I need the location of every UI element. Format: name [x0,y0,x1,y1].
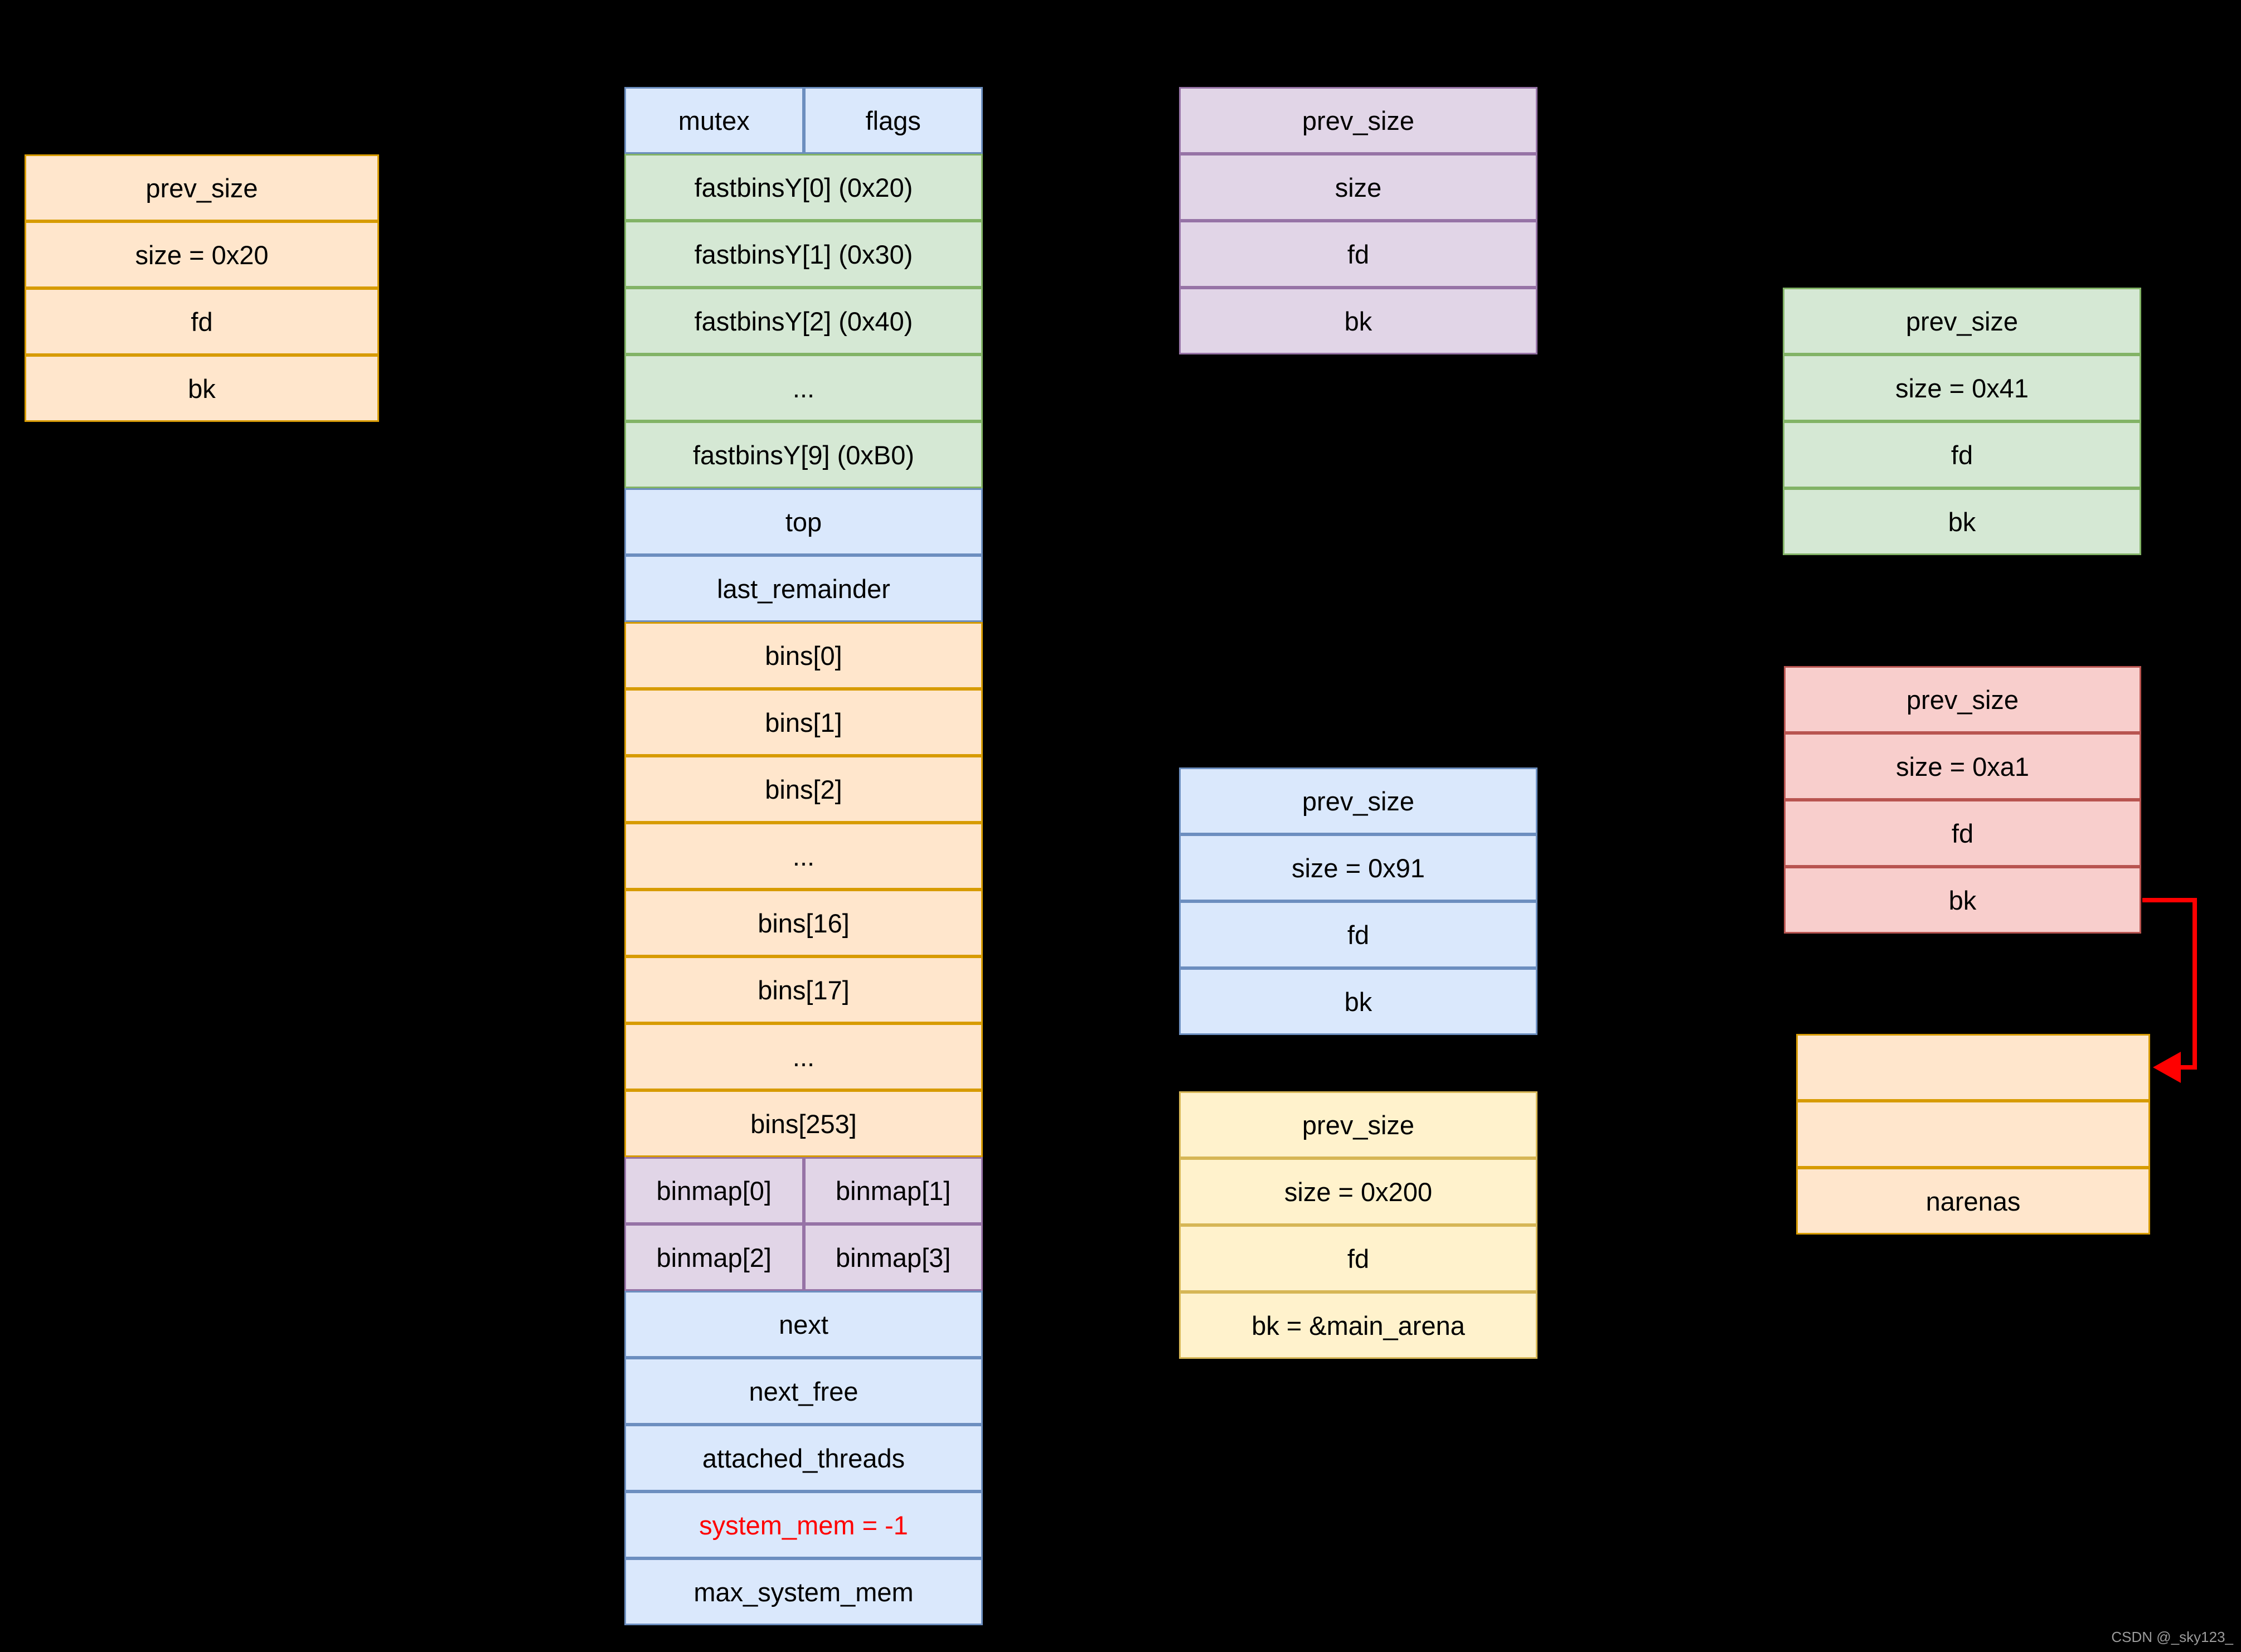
field-last-remainder: last_remainder [624,555,983,622]
field-binmap-2: binmap[2] [624,1224,804,1291]
purple-chunk-box: prev_size size fd bk [1179,87,1537,354]
field-bk: bk [1179,968,1537,1035]
field-narenas: narenas [1796,1168,2150,1235]
field-bins-253: bins[253] [624,1090,983,1157]
field-fastbinsY-ellipsis: ... [624,354,983,421]
field-bins-ellipsis-1: ... [624,823,983,890]
field-fd: fd [1784,800,2141,867]
narenas-box: narenas [1796,1034,2150,1235]
field-size: size = 0x41 [1783,354,2141,421]
free-chunk-0x20-box: prev_size size = 0x20 fd bk [25,154,379,422]
field-fastbinsY-0: fastbinsY[0] (0x20) [624,154,983,221]
field-fd: fd [25,288,379,355]
field-size: size = 0xa1 [1784,733,2141,800]
field-bins-0: bins[0] [624,622,983,689]
blue-chunk-0x91-box: prev_size size = 0x91 fd bk [1179,767,1537,1035]
field-attached-threads: attached_threads [624,1425,983,1491]
field-binmap-3: binmap[3] [803,1224,983,1291]
field-prev-size: prev_size [1179,1091,1537,1158]
field-prev-size: prev_size [1179,767,1537,834]
field-fd: fd [1783,421,2141,488]
field-bk: bk [1783,488,2141,555]
field-binmap-0: binmap[0] [624,1157,804,1224]
field-prev-size: prev_size [1783,288,2141,354]
field-fastbinsY-1: fastbinsY[1] (0x30) [624,221,983,288]
field-top: top [624,488,983,555]
red-chunk-0xa1-box: prev_size size = 0xa1 fd bk [1784,666,2141,934]
green-chunk-0x41-box: prev_size size = 0x41 fd bk [1783,288,2141,555]
field-bins-2: bins[2] [624,756,983,823]
field-bk: bk [1179,288,1537,354]
field-fd: fd [1179,901,1537,968]
field-size: size = 0x20 [25,221,379,288]
field-next-free: next_free [624,1358,983,1425]
field-prev-size: prev_size [1179,87,1537,154]
field-next: next [624,1291,983,1358]
field-mutex: mutex [624,87,804,154]
field-prev-size: prev_size [25,154,379,221]
field-system-mem: system_mem = -1 [624,1491,983,1558]
field-size: size = 0x91 [1179,834,1537,901]
field-bins-17: bins[17] [624,956,983,1023]
watermark-text: CSDN @_sky123_ [2111,1629,2233,1645]
field-bk-main-arena: bk = &main_arena [1179,1292,1537,1359]
field-prev-size: prev_size [1784,666,2141,733]
field-bins-16: bins[16] [624,890,983,956]
binmap-row-1: binmap[0] binmap[1] [624,1157,983,1224]
binmap-row-2: binmap[2] binmap[3] [624,1224,983,1291]
field-fd: fd [1179,221,1537,288]
narenas-empty-row-2 [1796,1101,2150,1168]
field-max-system-mem: max_system_mem [624,1558,983,1625]
field-fastbinsY-9: fastbinsY[9] (0xB0) [624,421,983,488]
narenas-empty-row-1 [1796,1034,2150,1101]
field-fd: fd [1179,1225,1537,1292]
yellow-chunk-0x200-box: prev_size size = 0x200 fd bk = &main_are… [1179,1091,1537,1359]
mutex-flags-row: mutex flags [624,87,983,154]
field-bins-ellipsis-2: ... [624,1023,983,1090]
field-bk: bk [1784,867,2141,934]
field-bk: bk [25,355,379,422]
field-size: size = 0x200 [1179,1158,1537,1225]
field-size: size [1179,154,1537,221]
field-fastbinsY-2: fastbinsY[2] (0x40) [624,288,983,354]
field-bins-1: bins[1] [624,689,983,756]
field-binmap-1: binmap[1] [803,1157,983,1224]
field-flags: flags [803,87,983,154]
main-arena-struct-box: mutex flags fastbinsY[0] (0x20) fastbins… [624,87,983,1625]
